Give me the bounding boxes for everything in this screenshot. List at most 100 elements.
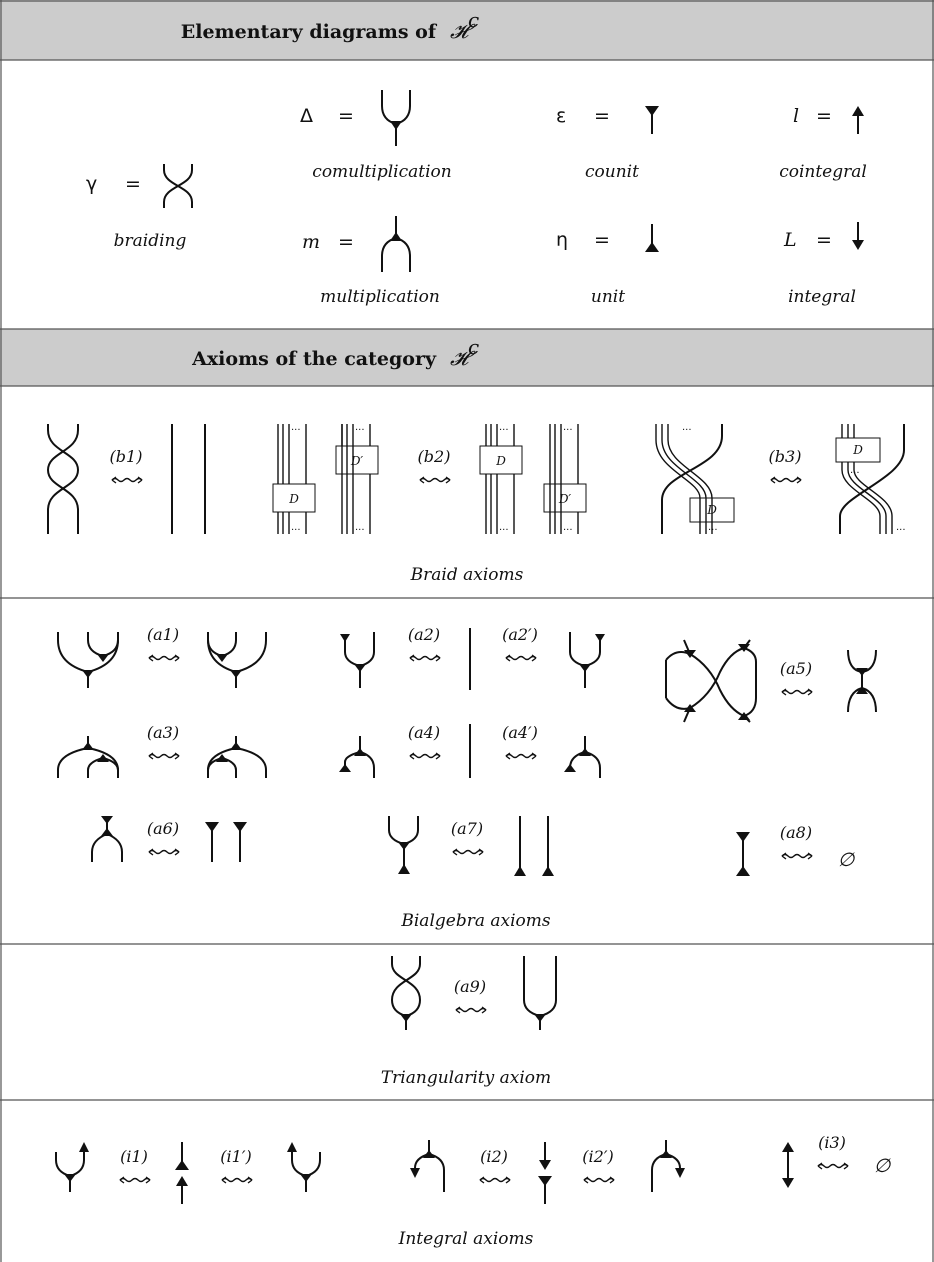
label-a6: (a6) (147, 819, 179, 838)
cointegral-diagram (851, 105, 865, 135)
integral-symbol: L (783, 229, 797, 251)
box-d-4: D (852, 443, 863, 457)
bialgebra-axioms: (a1) (a2) (a2′) (57, 625, 877, 931)
braid-axioms: (b1) ··· D ··· ··· D′ ··· (b2) ··· D (46, 424, 906, 585)
braiding-diagram (163, 163, 193, 209)
label-i2: (i2) (480, 1147, 508, 1166)
axiom-b2-left: ··· D ··· ··· D′ ··· (b2) (272, 424, 451, 536)
elementary-multiplication: m = multiplication (302, 215, 440, 307)
comultiplication-symbol: Δ (300, 105, 313, 127)
label-a5: (a5) (780, 659, 812, 678)
box-d-2: D (495, 454, 506, 468)
axiom-i2: (i2) (i2′) (410, 1140, 685, 1205)
svg-text:···: ··· (682, 425, 692, 436)
axiom-a6: (a6) (91, 816, 248, 862)
axiom-a7: (a7) (388, 816, 554, 876)
braiding-symbol: γ (86, 173, 97, 195)
comultiplication-caption: comultiplication (312, 162, 451, 182)
empty-set-i3: ∅ (874, 1155, 892, 1177)
box-d-1: D (288, 492, 299, 506)
axiom-a3: (a3) (57, 723, 267, 778)
label-a2p: (a2′) (502, 625, 538, 644)
label-b2: (b2) (418, 447, 451, 466)
box-dprime-1: D′ (350, 454, 364, 468)
axiom-b3-left: ··· D ··· (b3) (655, 424, 802, 536)
axiom-a8: (a8) ∅ (736, 823, 856, 876)
axiom-a1: (a1) (57, 625, 267, 688)
counit-caption: counit (585, 162, 639, 182)
caption-bialgebra-axioms: Bialgebra axioms (400, 911, 551, 931)
axiom-a5: (a5) (665, 639, 877, 723)
counit-eq: = (594, 105, 610, 127)
axiom-b3-right: D ··· ··· (835, 424, 906, 536)
counit-symbol: ε (556, 105, 566, 127)
cointegral-caption: cointegral (779, 162, 867, 182)
caption-triangularity-axiom: Triangularity axiom (381, 1068, 551, 1088)
label-i2p: (i2′) (582, 1147, 613, 1166)
integral-caption: integral (788, 287, 856, 307)
cointegral-eq: = (816, 105, 832, 127)
svg-text:···: ··· (896, 525, 906, 536)
label-b3: (b3) (769, 447, 802, 466)
header-elementary-sup: c (468, 8, 479, 32)
label-a3: (a3) (147, 723, 179, 742)
header-bg-elementary (0, 0, 934, 60)
axiom-i1-left: (i1) (i1′) (55, 1141, 321, 1205)
svg-text:···: ··· (291, 525, 301, 536)
integral-diagram (851, 221, 865, 251)
label-i3: (i3) (818, 1133, 846, 1152)
axiom-b2-right: ··· D ··· ··· D′ ··· (479, 424, 587, 536)
label-a2: (a2) (408, 625, 440, 644)
svg-text:···: ··· (708, 525, 718, 536)
elementary-counit: ε = counit (556, 105, 660, 182)
label-i1p: (i1′) (220, 1147, 251, 1166)
cointegral-symbol: l (793, 105, 799, 127)
elementary-integral: L = integral (783, 221, 865, 307)
header-elementary: Elementary diagrams of 𝓗 c (181, 8, 479, 43)
axiom-a2: (a2) (a2′) (340, 625, 605, 690)
box-dprime-2: D′ (558, 492, 572, 506)
svg-text:···: ··· (563, 425, 573, 436)
label-a8: (a8) (780, 823, 812, 842)
integral-axioms: (i1) (i1′) (i2) (i2′) (55, 1133, 892, 1249)
label-a1: (a1) (147, 625, 179, 644)
header-axioms-sup: c (468, 335, 479, 359)
elementary-comultiplication: Δ = comultiplication (300, 89, 452, 182)
braiding-caption: braiding (114, 231, 187, 251)
svg-text:···: ··· (355, 525, 365, 536)
header-axioms-text: Axioms of the category (191, 348, 437, 370)
unit-symbol: η (556, 229, 568, 251)
label-b1: (b1) (110, 447, 143, 466)
caption-braid-axioms: Braid axioms (410, 565, 524, 585)
label-a7: (a7) (451, 819, 483, 838)
axiom-a4: (a4) (a4′) (339, 723, 601, 778)
svg-text:···: ··· (499, 425, 509, 436)
elementary-cointegral: l = cointegral (779, 105, 867, 182)
svg-text:···: ··· (291, 425, 301, 436)
header-bg-axioms (0, 329, 934, 386)
label-a9: (a9) (454, 977, 486, 996)
triangularity-axiom: (a9) Triangularity axiom (381, 956, 557, 1088)
label-a4p: (a4′) (502, 723, 538, 742)
svg-text:···: ··· (850, 468, 860, 479)
label-i1: (i1) (120, 1147, 148, 1166)
unit-eq: = (594, 229, 610, 251)
axiom-i3: (i3) ∅ (782, 1133, 892, 1188)
braiding-eq: = (125, 173, 141, 195)
caption-integral-axioms: Integral axioms (398, 1229, 534, 1249)
counit-diagram (644, 105, 660, 135)
box-d-3: D (706, 503, 717, 517)
axiom-b1: (b1) (46, 424, 206, 534)
elementary-braiding: γ = braiding (86, 163, 193, 251)
elementary-unit: η = unit (556, 223, 660, 307)
header-elementary-text: Elementary diagrams of (181, 21, 438, 43)
svg-text:···: ··· (355, 425, 365, 436)
svg-text:···: ··· (499, 525, 509, 536)
multiplication-caption: multiplication (320, 287, 440, 307)
label-a4: (a4) (408, 723, 440, 742)
unit-caption: unit (591, 287, 625, 307)
comultiplication-diagram (381, 89, 411, 147)
